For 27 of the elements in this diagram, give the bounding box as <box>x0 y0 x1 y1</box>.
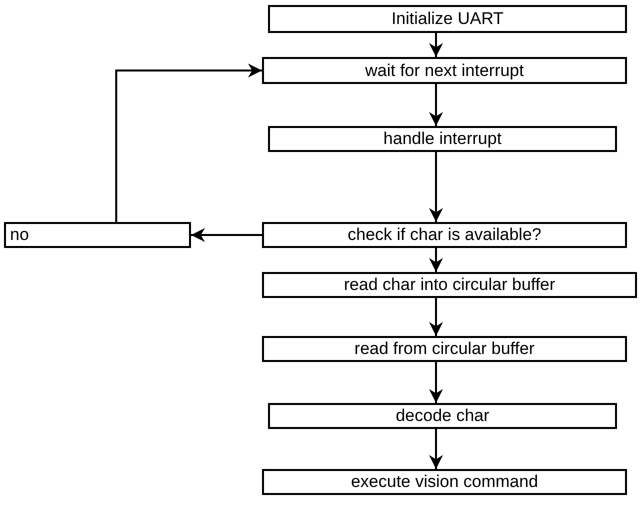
arrow <box>429 248 443 272</box>
box-label: Initialize UART <box>391 9 504 29</box>
arrow <box>429 152 443 222</box>
process-box <box>262 272 637 298</box>
box-label: handle interrupt <box>383 129 502 149</box>
process-box <box>268 126 617 152</box>
process-box <box>262 222 627 248</box>
arrow <box>429 298 443 336</box>
box-label: execute vision command <box>350 472 538 492</box>
process-box <box>268 403 617 429</box>
box-label: decode char <box>396 406 490 426</box>
box-label: read from circular buffer <box>354 339 535 359</box>
process-box <box>262 469 627 495</box>
arrow <box>429 84 443 126</box>
box-label: wait for next interrupt <box>365 60 524 80</box>
arrow <box>429 429 443 469</box>
process-box <box>262 57 627 84</box>
box-label: check if char is available? <box>348 225 542 245</box>
arrow <box>115 64 262 222</box>
arrow <box>429 33 443 57</box>
process-box <box>262 336 627 362</box>
arrow <box>191 228 262 242</box>
box-label: read char into circular buffer <box>344 275 556 295</box>
process-box <box>4 222 191 248</box>
process-box <box>268 5 627 33</box>
box-label: no <box>10 225 29 245</box>
arrow <box>429 362 443 403</box>
